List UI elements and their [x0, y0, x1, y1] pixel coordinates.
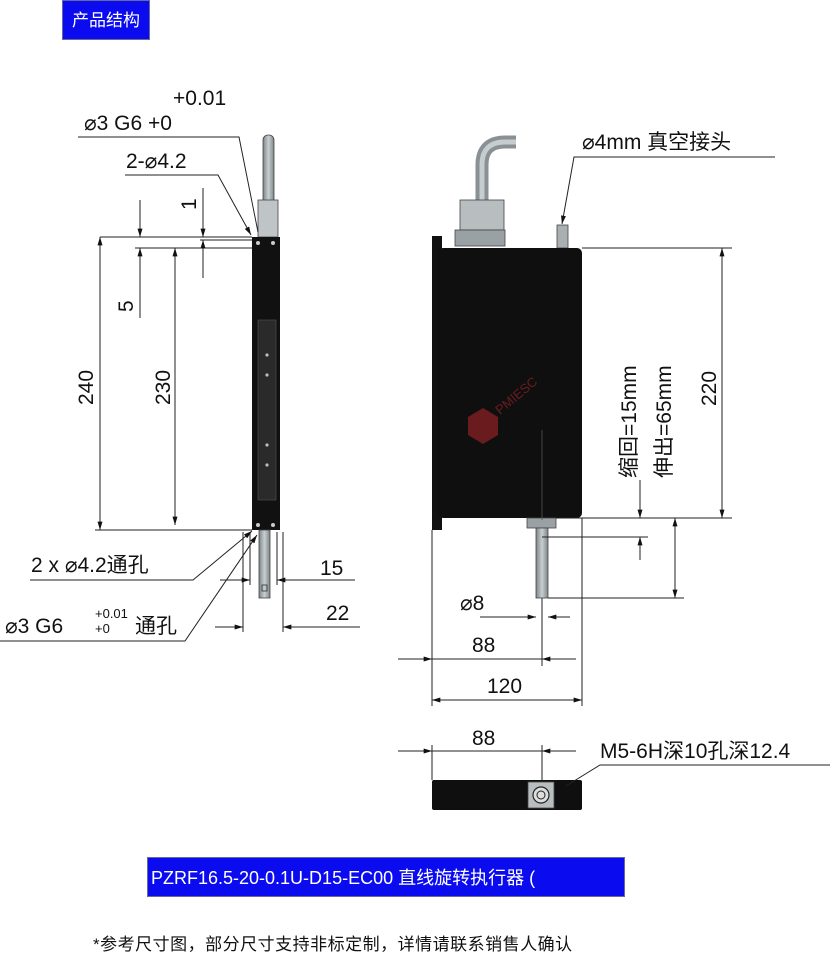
thread-label: M5-6H深10孔深12.4	[600, 740, 791, 763]
shaft-dia: ⌀8	[460, 592, 484, 615]
front-shaft	[535, 527, 549, 599]
bottom-body	[432, 780, 582, 810]
shaft-fit-through-prefix: ⌀3 G6	[5, 615, 63, 638]
bottom-shaft	[258, 529, 271, 599]
bottom-dim-88: 88	[472, 727, 495, 750]
shaft-fit-through-suffix: 通孔	[135, 615, 177, 638]
bottom-view: 88 M5-6H深10孔深12.4	[398, 727, 830, 810]
dim-240: 240	[75, 370, 98, 405]
model-banner: PZRF16.5-20-0.1U-D15-EC00 直线旋转执行器 (	[147, 857, 625, 897]
front-body	[438, 248, 582, 518]
dim-15: 15	[320, 557, 343, 580]
mount-holes-top: 2-⌀4.2	[126, 150, 187, 173]
vacuum-fitting-label: ⌀4mm 真空接头	[582, 131, 731, 154]
vacuum-fitting	[556, 224, 569, 249]
shaft-fit-tol-upper: +0.01	[173, 87, 226, 110]
shaft-fit-through-lower: +0	[95, 621, 110, 636]
shaft-fit-through-upper: +0.01	[95, 606, 128, 621]
side-view: 240 230 5 1 +0.01 ⌀3 G6 +0 2-⌀4.2 2 x ⌀4…	[0, 87, 360, 642]
section-header: 产品结构	[62, 0, 150, 40]
footnote: *参考尺寸图，部分尺寸支持非标定制，详情请联系销售人确认	[93, 935, 573, 954]
extend-label: 伸出=65mm	[653, 365, 676, 478]
dim-220: 220	[698, 371, 721, 406]
dim-5: 5	[115, 300, 138, 312]
dim-1: 1	[178, 198, 201, 210]
dim-120: 120	[487, 675, 522, 698]
through-holes-label: 2 x ⌀4.2通孔	[31, 554, 149, 577]
front-flange	[432, 236, 442, 530]
front-view: PMIESC ⌀4mm 真空接头 220 缩回=15mm 伸出=65mm ⌀8 …	[398, 131, 775, 706]
dim-88: 88	[472, 634, 495, 657]
side-panel	[257, 319, 277, 501]
dim-22: 22	[326, 602, 349, 625]
shaft-fit-label: ⌀3 G6 +0	[84, 112, 172, 135]
dim-230: 230	[152, 370, 175, 405]
connector	[459, 199, 505, 231]
top-shaft	[262, 134, 275, 206]
shaft-collar	[257, 199, 279, 238]
retract-label: 缩回=15mm	[618, 365, 641, 478]
